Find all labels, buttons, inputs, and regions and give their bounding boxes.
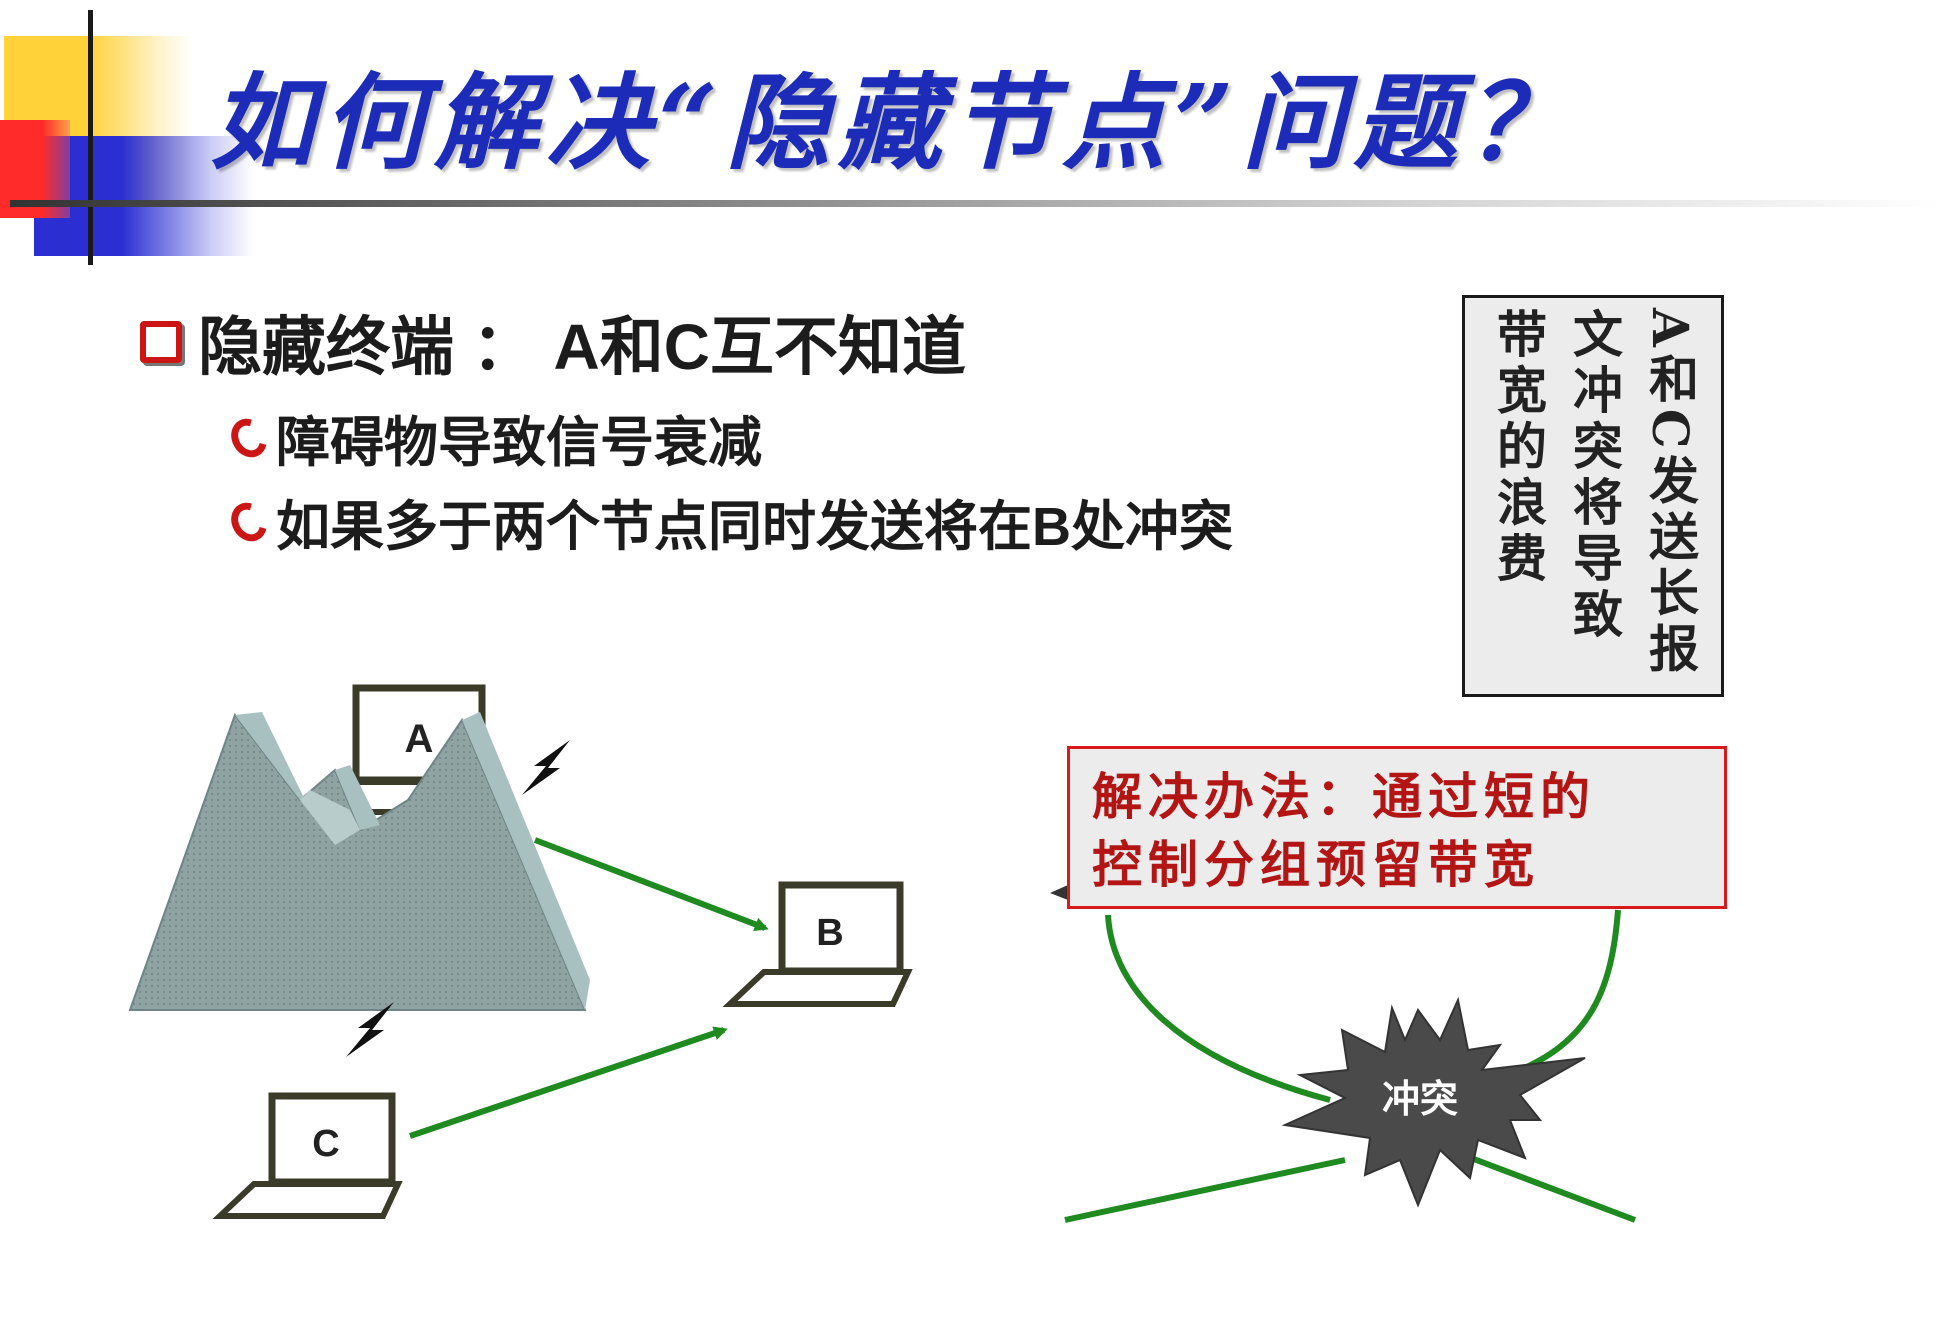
node-label-c: C [312, 1123, 339, 1165]
side-note-column: 文冲突将导致 [1565, 308, 1624, 644]
slide-title: 如何解决“隐藏节点”问题？ [210, 61, 1578, 184]
collision-curve [1518, 909, 1621, 1073]
collision-burst [1281, 996, 1586, 1208]
laptop-b: B [722, 881, 913, 1007]
signal-arrow-a-to-b [533, 837, 769, 931]
signal-arrow-c-to-b [409, 1026, 728, 1139]
collision-line [1448, 1147, 1637, 1223]
corner-square-blue [34, 136, 254, 256]
sub-bullet-text: 障碍物导致信号衰减 [276, 413, 762, 473]
pointer-tick [1050, 885, 1068, 900]
signal-bolt-icon [522, 740, 570, 795]
sub-bullet-collision: 如果多于两个节点同时发送将在B处冲突 [224, 482, 1233, 561]
node-label-b: B [816, 912, 843, 954]
solution-box: 解决办法：通过短的 控制分组预留带宽 [1067, 746, 1727, 909]
mountain-obstacle [128, 712, 590, 1011]
side-note-column: A和C发送长报 [1641, 308, 1700, 679]
bullet-text: 隐藏终端 ： A和C互不知道 [198, 311, 966, 383]
laptop-c: C [212, 1092, 403, 1219]
title-vertical-rule [88, 10, 93, 265]
side-note-box: A和C发送长报 文冲突将导致 带宽的浪费 [1462, 295, 1724, 697]
solution-line: 控制分组预留带宽 [1092, 835, 1540, 894]
title-underline [10, 200, 1940, 207]
square-bullet-icon [140, 321, 182, 363]
collision-line [1064, 1157, 1346, 1223]
collision-curve [1105, 914, 1331, 1103]
node-label-a: A [405, 717, 434, 761]
signal-bolt-icon [346, 1002, 394, 1057]
sub-bullet-text: 如果多于两个节点同时发送将在B处冲突 [276, 497, 1233, 557]
bullet-hidden-terminal: 隐藏终端 ： A和C互不知道 [140, 296, 966, 388]
collision-label: 冲突 [1382, 1077, 1458, 1121]
side-note-column: 带宽的浪费 [1489, 308, 1548, 588]
solution-line: 解决办法：通过短的 [1092, 767, 1596, 826]
sub-bullet-attenuation: 障碍物导致信号衰减 [224, 398, 762, 477]
